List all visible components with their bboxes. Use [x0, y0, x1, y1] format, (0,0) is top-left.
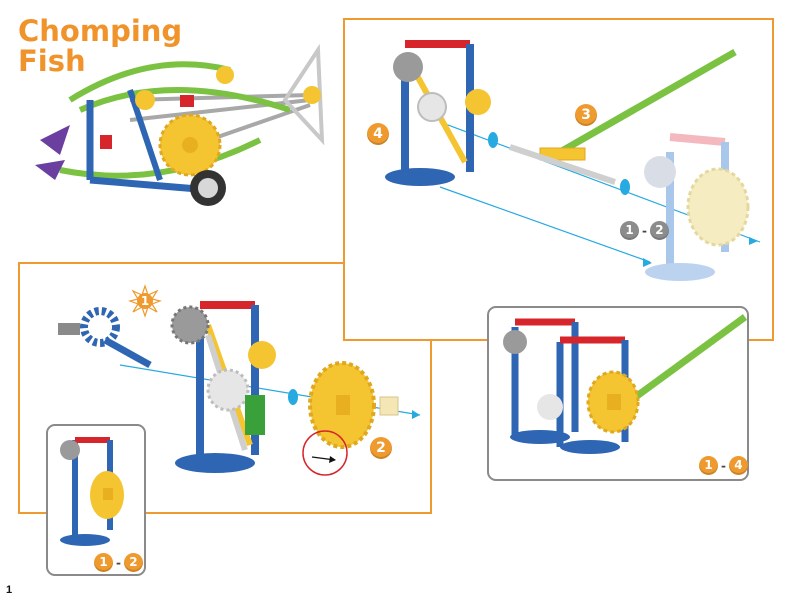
- panel-a-inset-range: 1 - 2: [94, 553, 143, 572]
- range-dash: -: [116, 556, 121, 570]
- step-badge-2: 2: [370, 437, 392, 459]
- step-badge-1: 1: [135, 291, 155, 311]
- step-badge-4: 4: [367, 123, 389, 145]
- panel-b-range: 1 - 2: [620, 221, 669, 240]
- range-start-badge: 1: [699, 456, 718, 475]
- result-inset-illustration: [495, 312, 745, 457]
- completed-fish-illustration: [30, 40, 330, 215]
- step-badge-3: 3: [575, 104, 597, 126]
- step-b-illustration: [360, 32, 760, 292]
- page-number: 1: [6, 584, 12, 596]
- range-end-badge: 4: [729, 456, 748, 475]
- range-start-badge: 1: [620, 221, 639, 240]
- range-end-badge: 2: [124, 553, 143, 572]
- range-end-badge: 2: [650, 221, 669, 240]
- result-inset-range: 1 - 4: [699, 456, 748, 475]
- range-start-badge: 1: [94, 553, 113, 572]
- range-dash: -: [721, 459, 726, 473]
- panel-a-inset-illustration: [55, 430, 135, 550]
- range-dash: -: [642, 224, 647, 238]
